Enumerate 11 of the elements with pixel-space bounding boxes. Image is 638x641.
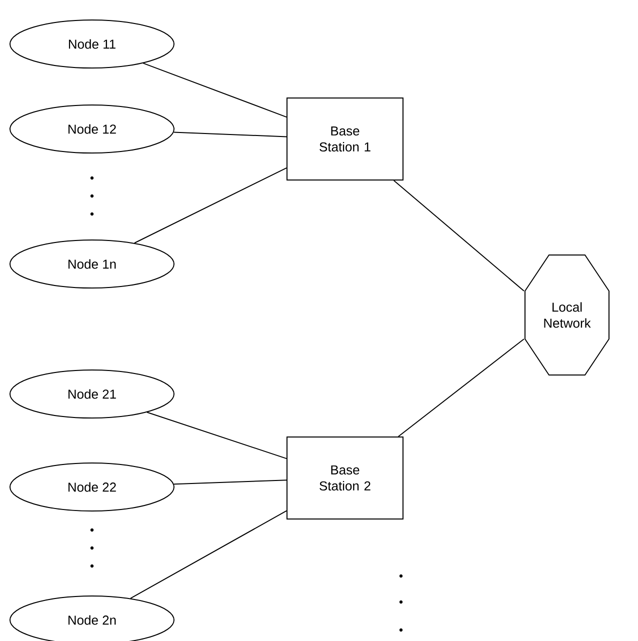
connector-line xyxy=(173,480,287,485)
connector-line xyxy=(146,412,287,460)
connector-line xyxy=(130,510,287,599)
connector-line xyxy=(393,180,524,292)
connector-line xyxy=(134,167,287,244)
network-octagon: Local Network xyxy=(524,254,610,376)
connector-line xyxy=(398,338,524,437)
connector-line xyxy=(142,62,287,118)
connector-line xyxy=(173,132,287,138)
base-station-box: Base Station 1 xyxy=(286,98,404,180)
base-station-box: Base Station 2 xyxy=(286,436,404,520)
